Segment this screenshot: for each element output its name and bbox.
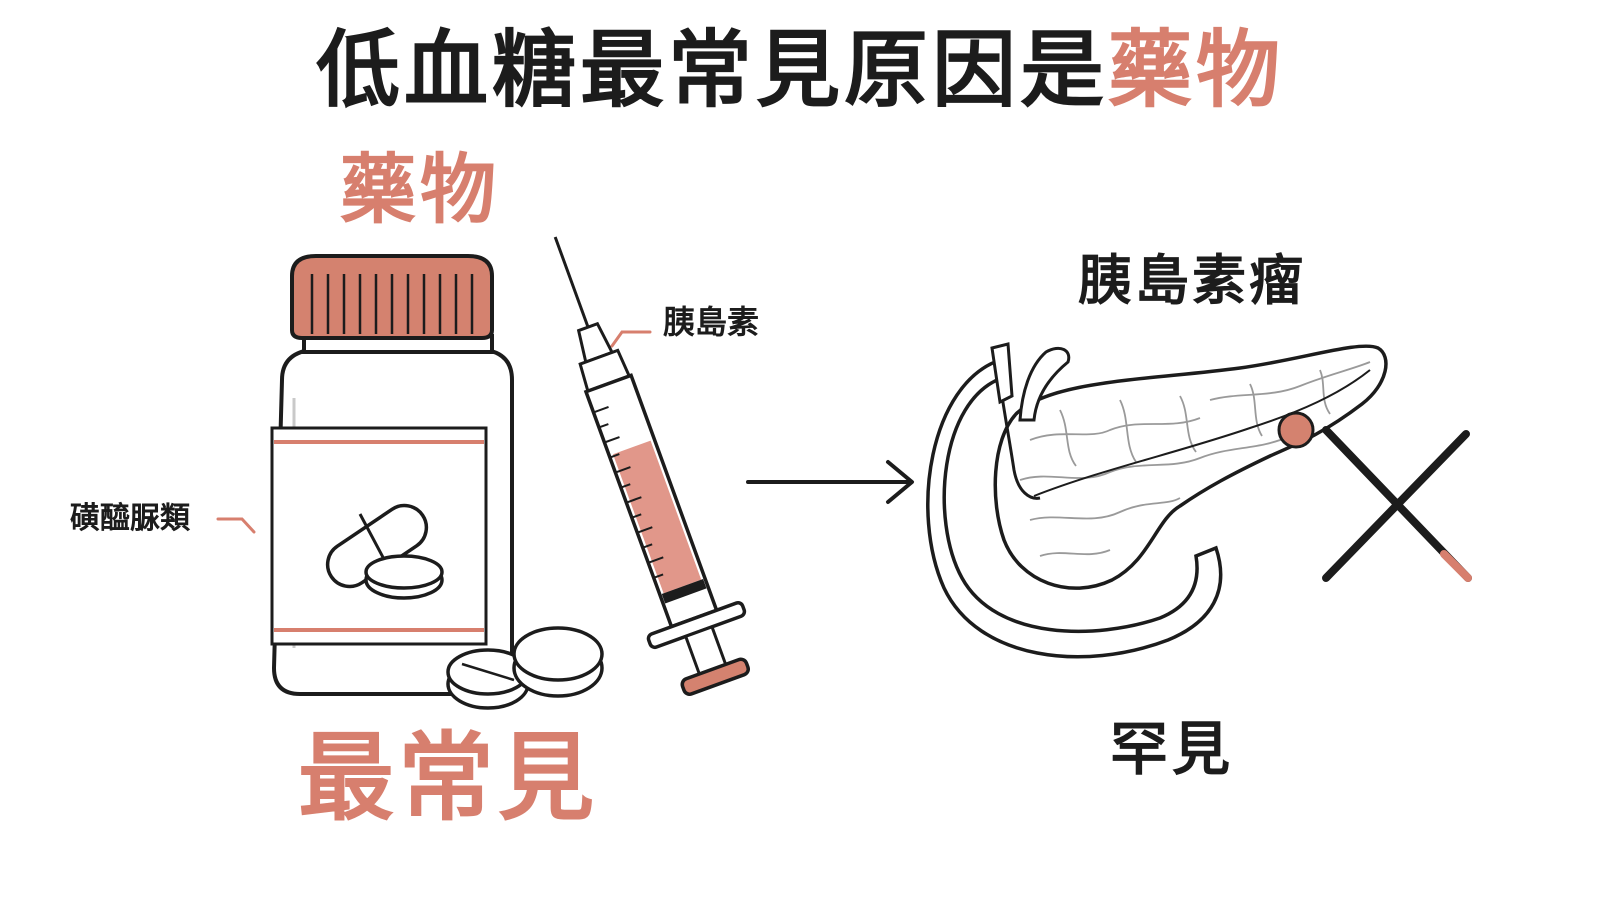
- tumor-dot-icon: [1277, 411, 1315, 449]
- loose-tablet-1: [446, 648, 530, 710]
- arrow-right-icon: [746, 460, 914, 504]
- page-title: 低血糖最常見原因是藥物: [0, 28, 1600, 112]
- title-prefix: 低血糖最常見原因是: [315, 21, 1108, 119]
- most-common-label: 最常見: [298, 722, 598, 834]
- pancreas-texture: [1019, 361, 1371, 557]
- insulinoma-heading: 胰島素瘤: [1078, 249, 1306, 312]
- pill-bottle-icon: [270, 254, 514, 696]
- title-highlight: 藥物: [1108, 21, 1285, 119]
- syringe-plunger-head: [680, 657, 750, 696]
- duodenum: [926, 357, 1223, 659]
- pill-icon: [364, 554, 444, 600]
- sulfonylurea-label: 磺醯脲類: [70, 501, 190, 536]
- cap-ridges: [310, 274, 474, 334]
- syringe-stopper: [661, 578, 707, 604]
- syringe-needle: [553, 236, 591, 330]
- vessel-right: [1018, 346, 1071, 422]
- sulfonylurea-leader-line: [216, 517, 256, 534]
- syringe-icon: [553, 236, 750, 696]
- insulin-leader-line: [610, 330, 652, 348]
- insulin-label: 胰島素: [663, 303, 760, 341]
- pancreas-icon: [926, 342, 1388, 659]
- pancreatic-duct: [1033, 369, 1371, 497]
- syringe-fluid: [612, 440, 702, 594]
- vessel-left: [990, 342, 1014, 405]
- pancreas-body: [993, 344, 1388, 590]
- cross-mark-icon: [1322, 426, 1472, 582]
- syringe-scale: [593, 406, 664, 579]
- rare-label: 罕見: [1110, 715, 1235, 783]
- drug-heading: 藥物: [340, 145, 500, 234]
- loose-tablet-2: [512, 626, 604, 698]
